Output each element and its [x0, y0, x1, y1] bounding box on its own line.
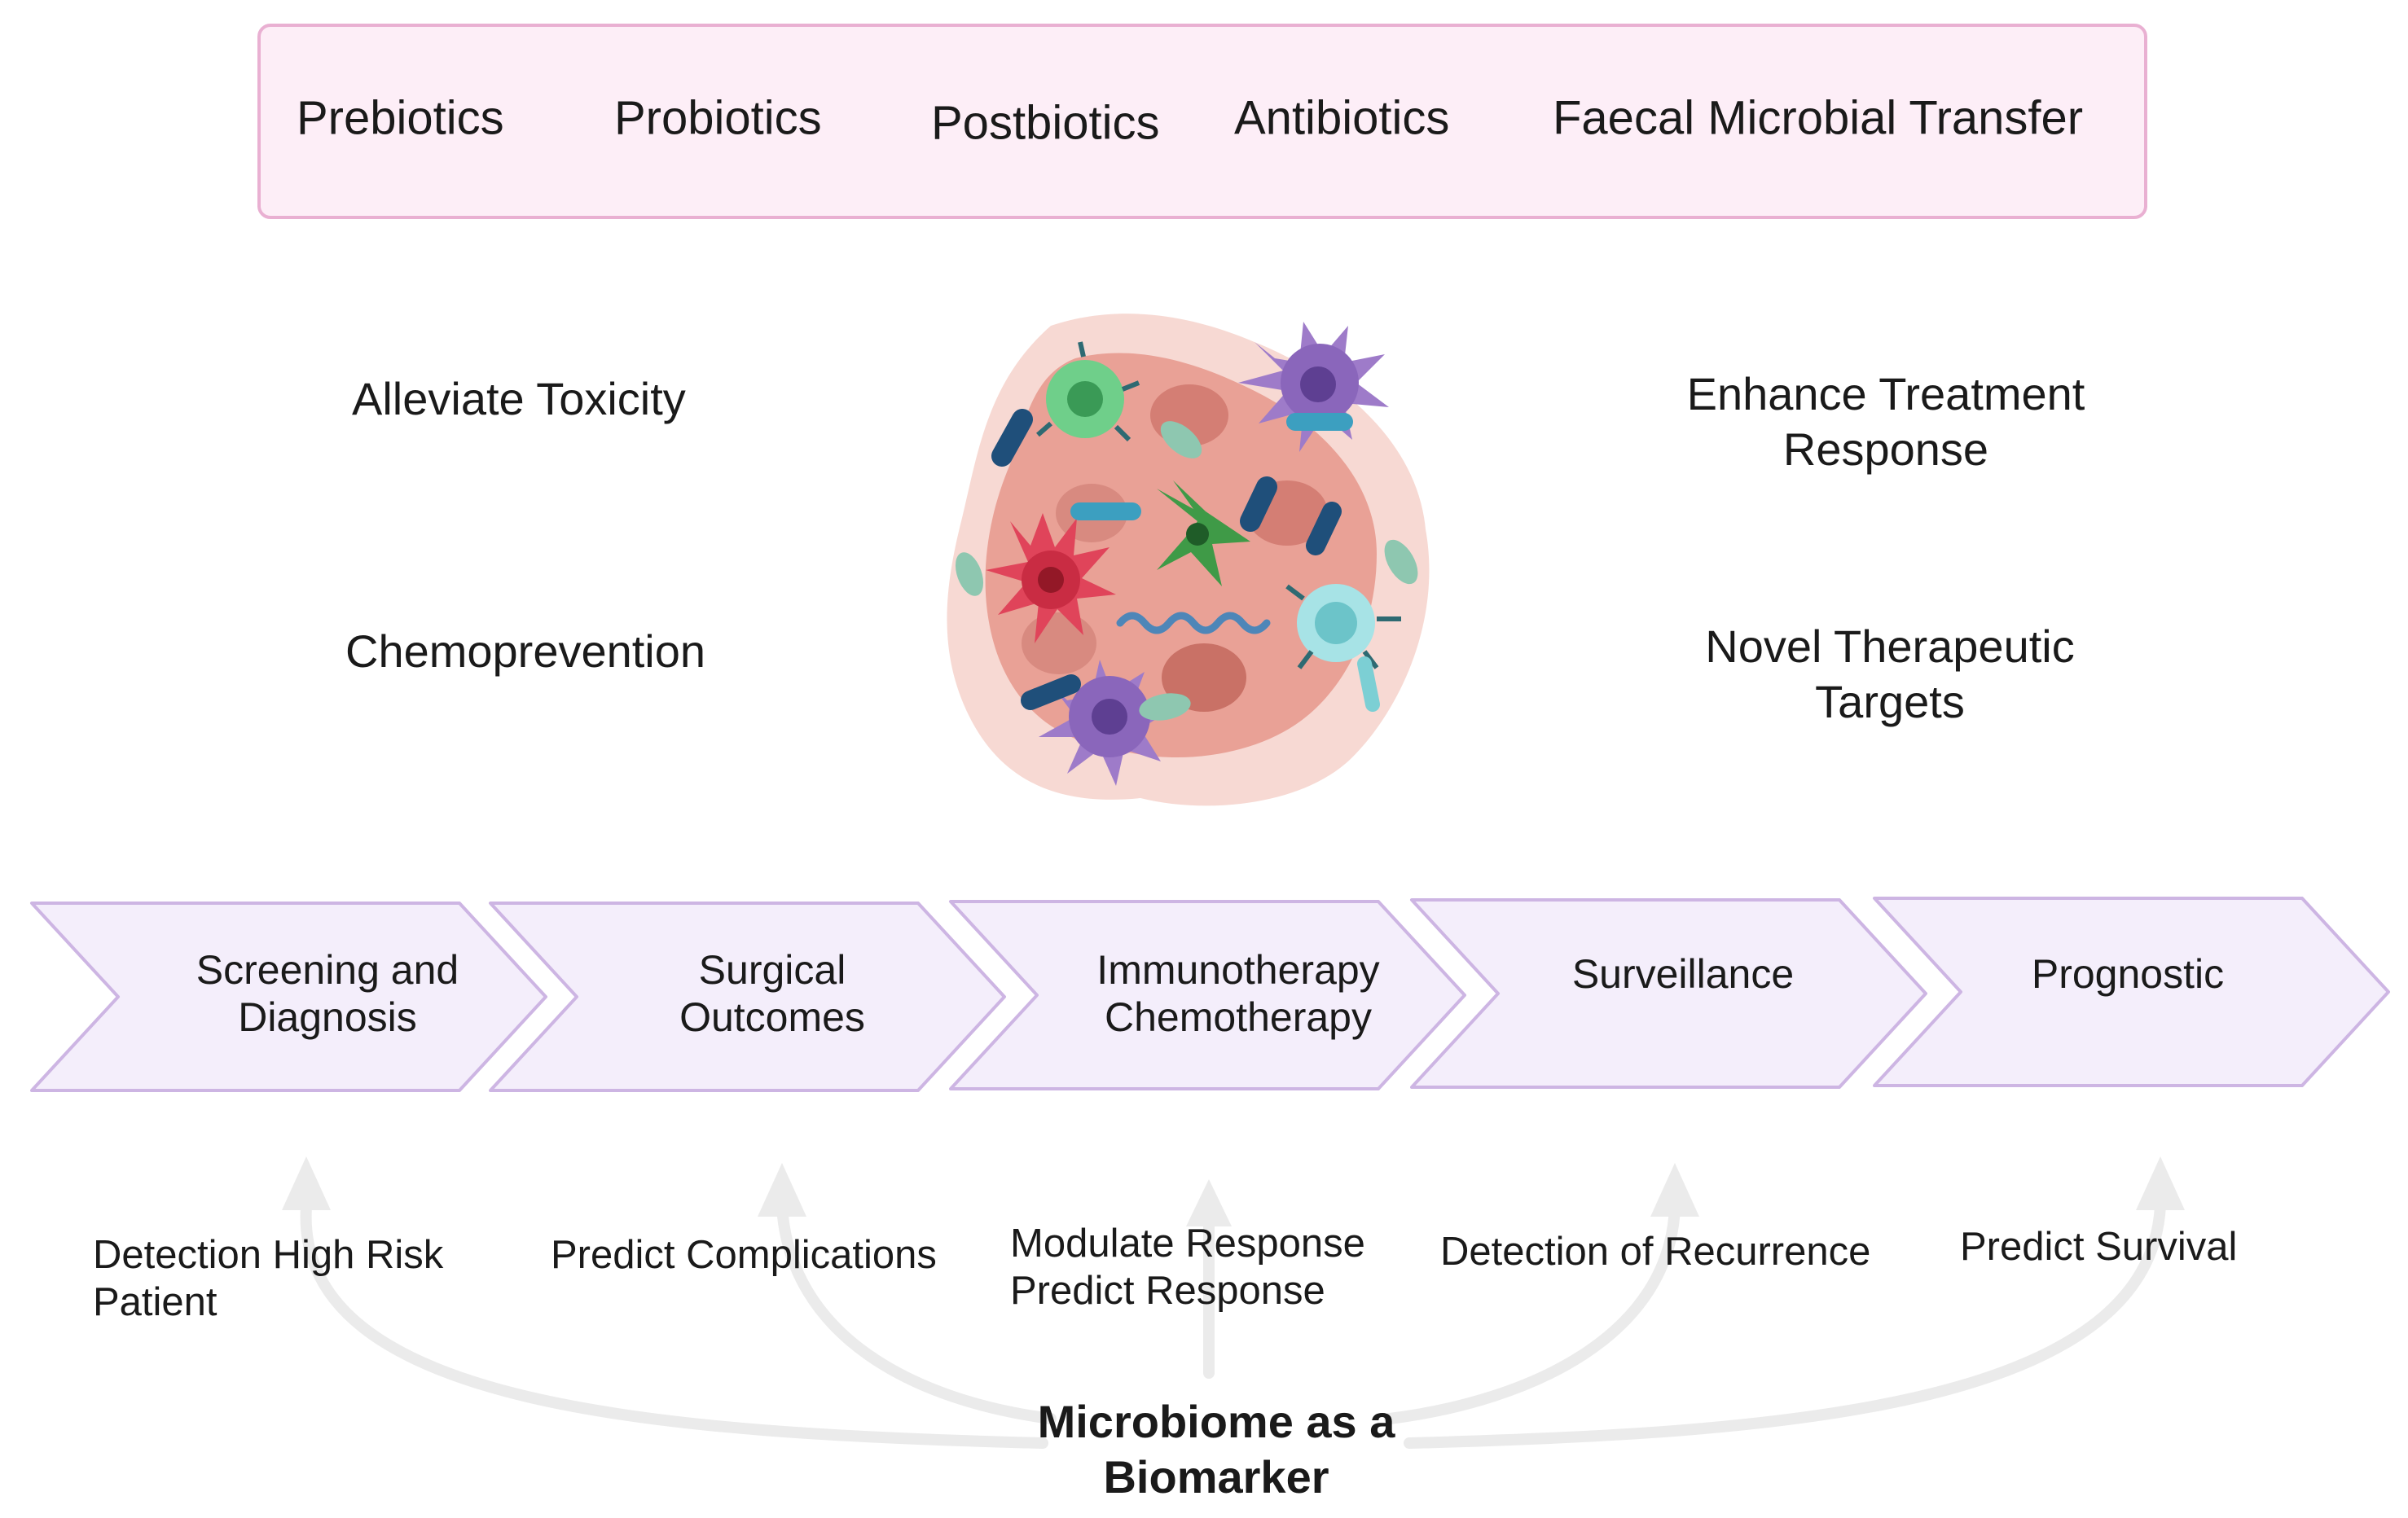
oval-bacterium	[1139, 693, 1191, 721]
rod-bacterium	[1306, 502, 1342, 555]
green-immune-cell	[1036, 341, 1140, 442]
use-line: Detection of Recurrence	[1440, 1230, 1871, 1274]
arrowhead-prognostic	[2136, 1156, 2185, 1210]
use-predict-complications: Predict Complications	[551, 1231, 937, 1279]
hub-line1: Microbiome as a	[1037, 1396, 1395, 1447]
benefit-chemoprevention-text: Chemoprevention	[345, 625, 706, 677]
benefit-alleviate-text: Alleviate Toxicity	[352, 373, 686, 424]
stage-line: Outcomes	[679, 994, 865, 1040]
hub-line2: Biomarker	[1103, 1451, 1329, 1503]
stage-prognostic-label: Prognostic	[1940, 950, 2315, 998]
use-line: Patient	[93, 1280, 218, 1324]
benefit-alleviate-toxicity: Alleviate Toxicity	[352, 371, 686, 427]
arrowhead-surveillance	[1650, 1163, 1699, 1217]
arrow-to-prognostic	[1404, 1200, 2166, 1449]
purple-immune-cell	[1039, 660, 1173, 786]
use-line: Predict Complications	[551, 1233, 937, 1277]
arrowhead-surgical	[758, 1163, 806, 1217]
interventions-box: Prebiotics Probiotics Postbiotics Antibi…	[257, 24, 2147, 219]
chevron-prognostic	[1873, 897, 2390, 1087]
use-line: Modulate Response	[1010, 1222, 1365, 1266]
arrow-to-screening	[300, 1201, 1048, 1449]
rod-bacterium	[991, 409, 1033, 467]
stage-immunotherapy-label: Immunotherapy Chemotherapy	[1051, 946, 1426, 1041]
tumor-microenvironment-illustration	[947, 314, 1430, 806]
benefit-enhance-line1: Enhance Treatment	[1686, 368, 2085, 419]
process-chevrons	[30, 897, 2390, 1092]
teal-immune-cell	[1285, 584, 1401, 669]
arrow-heads	[282, 1156, 2185, 1226]
intervention-probiotics: Probiotics	[614, 91, 822, 145]
arrowhead-immunotherapy	[1186, 1179, 1232, 1226]
stage-surveillance-label: Surveillance	[1496, 950, 1870, 998]
stage-line: Prognostic	[2031, 951, 2225, 997]
use-line: Predict Response	[1010, 1269, 1325, 1313]
stage-line: Chemotherapy	[1105, 994, 1372, 1040]
rod-bacterium	[1357, 656, 1380, 712]
stage-line: Immunotherapy	[1096, 947, 1380, 993]
intervention-prebiotics: Prebiotics	[297, 91, 504, 145]
benefit-enhance-line2: Response	[1782, 423, 1989, 475]
use-line: Predict Survival	[1960, 1225, 2238, 1269]
use-detection-recurrence: Detection of Recurrence	[1440, 1228, 1870, 1275]
benefit-novel-targets: Novel Therapeutic Targets	[1637, 619, 2142, 730]
chevron-screening	[30, 902, 547, 1092]
rod-bacterium	[1021, 674, 1081, 710]
stage-screening-label: Screening and Diagnosis	[140, 946, 515, 1041]
spiral-bacterium	[1116, 612, 1271, 634]
oval-bacterium	[955, 552, 984, 596]
benefit-novel-line2: Targets	[1815, 676, 1965, 727]
intervention-antibiotics: Antibiotics	[1234, 91, 1450, 145]
arrow-to-surgical	[776, 1201, 1057, 1424]
red-dendritic-cell	[986, 513, 1116, 643]
rod-bacterium	[1240, 476, 1277, 532]
use-line: Detection High Risk	[93, 1233, 444, 1277]
stage-line: Surveillance	[1571, 951, 1795, 997]
tumor-nucleus	[1162, 643, 1246, 712]
intervention-postbiotics: Postbiotics	[931, 96, 1160, 150]
benefit-enhance-response: Enhance Treatment Response	[1629, 366, 2142, 477]
stage-line: Screening and	[196, 947, 459, 993]
arrowhead-screening	[282, 1156, 331, 1210]
chevron-surveillance	[1410, 898, 1927, 1089]
microbiome-biomarker-label: Microbiome as a Biomarker	[968, 1394, 1465, 1505]
purple-dendritic-cell	[1238, 322, 1389, 452]
use-detection-high-risk: Detection High Risk Patient	[93, 1231, 443, 1326]
benefit-chemoprevention: Chemoprevention	[345, 624, 705, 679]
benefit-novel-line1: Novel Therapeutic	[1705, 621, 2075, 672]
arrow-to-surveillance	[1384, 1201, 1681, 1424]
use-modulate-predict-response: Modulate Response Predict Response	[1010, 1220, 1365, 1314]
stage-line: Surgical	[698, 947, 846, 993]
chevron-immunotherapy	[949, 900, 1466, 1090]
chevron-surgical	[489, 902, 1006, 1092]
intervention-fmt: Faecal Microbial Transfer	[1553, 91, 2084, 145]
oval-bacterium	[1384, 539, 1418, 585]
use-predict-survival: Predict Survival	[1960, 1223, 2237, 1270]
tumor-nucleus	[1022, 612, 1096, 674]
stage-line: Diagnosis	[238, 994, 417, 1040]
green-stromal-cell	[1157, 480, 1250, 586]
oval-bacterium	[1160, 421, 1202, 458]
biomarker-arrows	[300, 1200, 2166, 1449]
stage-surgical-label: Surgical Outcomes	[585, 946, 960, 1041]
